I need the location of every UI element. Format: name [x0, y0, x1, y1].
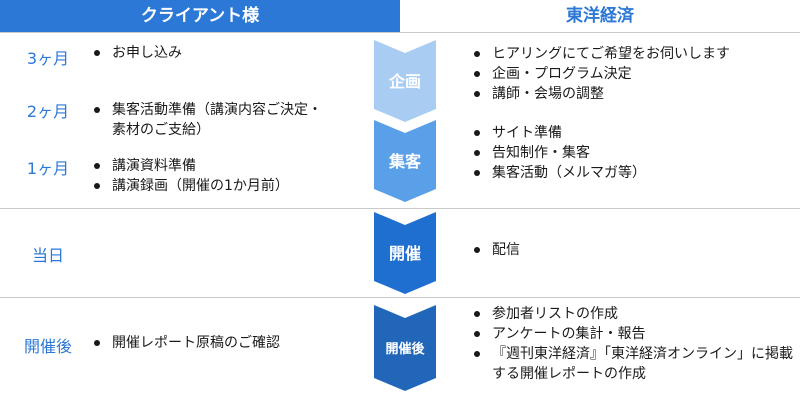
- list-item: 開催レポート原稿のご確認: [92, 333, 352, 353]
- phase-planning-label: 企画: [388, 72, 421, 91]
- list-item: 配信: [472, 240, 794, 260]
- phase-event-chevron: 開催: [374, 212, 436, 294]
- list-item: アンケートの集計・報告: [472, 324, 794, 344]
- phase-collection-label: 集客: [388, 152, 421, 171]
- list-item: 講演録画（開催の1か月前）: [92, 176, 352, 196]
- client-column-header: クライアント様: [0, 0, 400, 32]
- client-tasks-3-months: お申し込み: [92, 43, 342, 63]
- toyo-tasks-collection: サイト準備 告知制作・集客 集客活動（メルマガ等）: [472, 123, 794, 183]
- phase-planning-chevron: 企画: [374, 40, 436, 122]
- list-item: サイト準備: [472, 123, 794, 143]
- list-item: 告知制作・集客: [472, 143, 794, 163]
- separator-header: [0, 32, 800, 33]
- list-item: お申し込み: [92, 43, 342, 63]
- timing-after-event: 開催後: [23, 337, 72, 356]
- separator-before-event: [0, 208, 800, 209]
- toyo-tasks-event: 配信: [472, 240, 794, 260]
- separator-after-event: [0, 297, 800, 298]
- phase-after-label: 開催後: [385, 341, 425, 357]
- timing-1-month: 1ヶ月: [26, 159, 70, 178]
- list-item: 『週刊東洋経済』「東洋経済オンライン」に掲載する開催レポートの作成: [472, 344, 794, 384]
- timing-2-months: 2ヶ月: [26, 102, 70, 121]
- list-item: 集客活動（メルマガ等）: [472, 163, 794, 183]
- list-item: 集客活動準備（講演内容ご決定・素材のご支給）: [92, 100, 330, 140]
- timing-3-months: 3ヶ月: [26, 49, 70, 68]
- toyo-tasks-after: 参加者リストの作成 アンケートの集計・報告 『週刊東洋経済』「東洋経済オンライン…: [472, 304, 794, 384]
- list-item: 参加者リストの作成: [472, 304, 794, 324]
- toyo-tasks-planning: ヒアリングにてご希望をお伺いします 企画・プログラム決定 講師・会場の調整: [472, 44, 794, 104]
- list-item: 企画・プログラム決定: [472, 64, 794, 84]
- client-tasks-1-month: 講演資料準備 講演録画（開催の1か月前）: [92, 156, 352, 196]
- client-tasks-2-months: 集客活動準備（講演内容ご決定・素材のご支給）: [92, 100, 330, 140]
- phase-after-chevron: 開催後: [374, 305, 436, 391]
- toyo-column-header: 東洋経済: [400, 0, 800, 32]
- client-tasks-after-event: 開催レポート原稿のご確認: [92, 333, 352, 353]
- list-item: ヒアリングにてご希望をお伺いします: [472, 44, 794, 64]
- phase-event-label: 開催: [388, 244, 421, 263]
- list-item: 講師・会場の調整: [472, 84, 794, 104]
- timing-event-day: 当日: [31, 246, 64, 265]
- list-item: 講演資料準備: [92, 156, 352, 176]
- phase-collection-chevron: 集客: [374, 120, 436, 202]
